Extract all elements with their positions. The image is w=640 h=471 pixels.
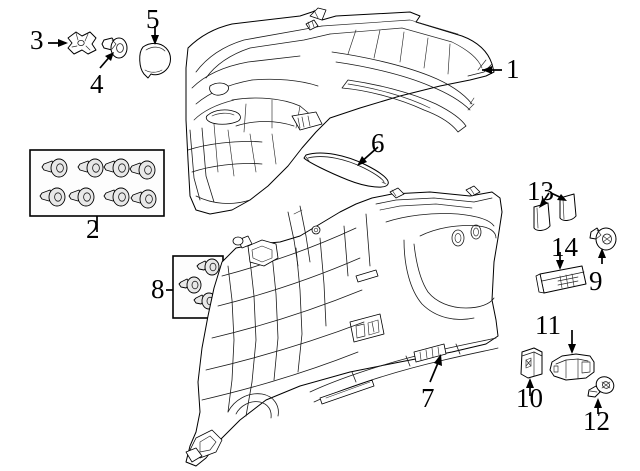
clip (103, 187, 130, 207)
leader-14 (556, 252, 564, 270)
leader-13a (539, 192, 550, 208)
callout-3[interactable]: 3 (30, 25, 44, 55)
part-12-tapping-screw[interactable] (587, 374, 617, 398)
part-11-striker-latch[interactable] (549, 353, 595, 381)
part-10-bracket-clip[interactable] (520, 347, 543, 379)
clip (103, 158, 130, 178)
clip (39, 187, 66, 207)
clip (41, 158, 68, 178)
part-3-trim-retainer-clip[interactable] (67, 31, 97, 55)
callout-10[interactable]: 10 (516, 383, 543, 413)
leader-10 (526, 378, 534, 396)
clip (68, 187, 95, 207)
callout-7[interactable]: 7 (421, 383, 435, 413)
callout-11[interactable]: 11 (535, 310, 561, 340)
leader-6 (357, 146, 379, 166)
callout-5[interactable]: 5 (146, 4, 160, 34)
leader-9 (598, 248, 606, 264)
part-1-upper-quarter-trim-panel[interactable] (185, 7, 495, 215)
part-2-retainer-clip-set-eight[interactable] (29, 149, 165, 217)
leader-12 (594, 398, 602, 414)
callout-2[interactable]: 2 (86, 214, 100, 244)
callout-12[interactable]: 12 (583, 406, 610, 436)
part-5-oval-cover-cap[interactable] (139, 42, 171, 79)
callout-14[interactable]: 14 (551, 232, 578, 262)
part-14-trim-cover-plate[interactable] (535, 265, 587, 294)
part-4-push-pin-rivet[interactable] (101, 37, 128, 59)
callout-13[interactable]: 13 (527, 176, 554, 206)
leader-1 (482, 66, 502, 74)
callout-6[interactable]: 6 (371, 128, 385, 158)
callout-8[interactable]: 8 (151, 274, 165, 304)
leader-5 (151, 26, 159, 45)
callout-9[interactable]: 9 (589, 266, 603, 296)
part-6-lamp-lens-trim[interactable] (303, 152, 389, 188)
clip (196, 258, 220, 276)
clip (129, 160, 156, 180)
callout-1[interactable]: 1 (506, 54, 520, 84)
leader-11 (568, 330, 576, 354)
leader-13b (550, 192, 567, 201)
part-7-lower-quarter-trim-panel[interactable] (185, 185, 503, 467)
clip (77, 158, 104, 178)
leader-4 (99, 52, 114, 69)
leader-7 (429, 354, 442, 383)
leader-3 (48, 39, 68, 47)
callout-4[interactable]: 4 (90, 69, 104, 99)
clip (130, 189, 157, 209)
part-9-pan-head-screw[interactable] (589, 227, 617, 251)
clip (178, 276, 202, 294)
